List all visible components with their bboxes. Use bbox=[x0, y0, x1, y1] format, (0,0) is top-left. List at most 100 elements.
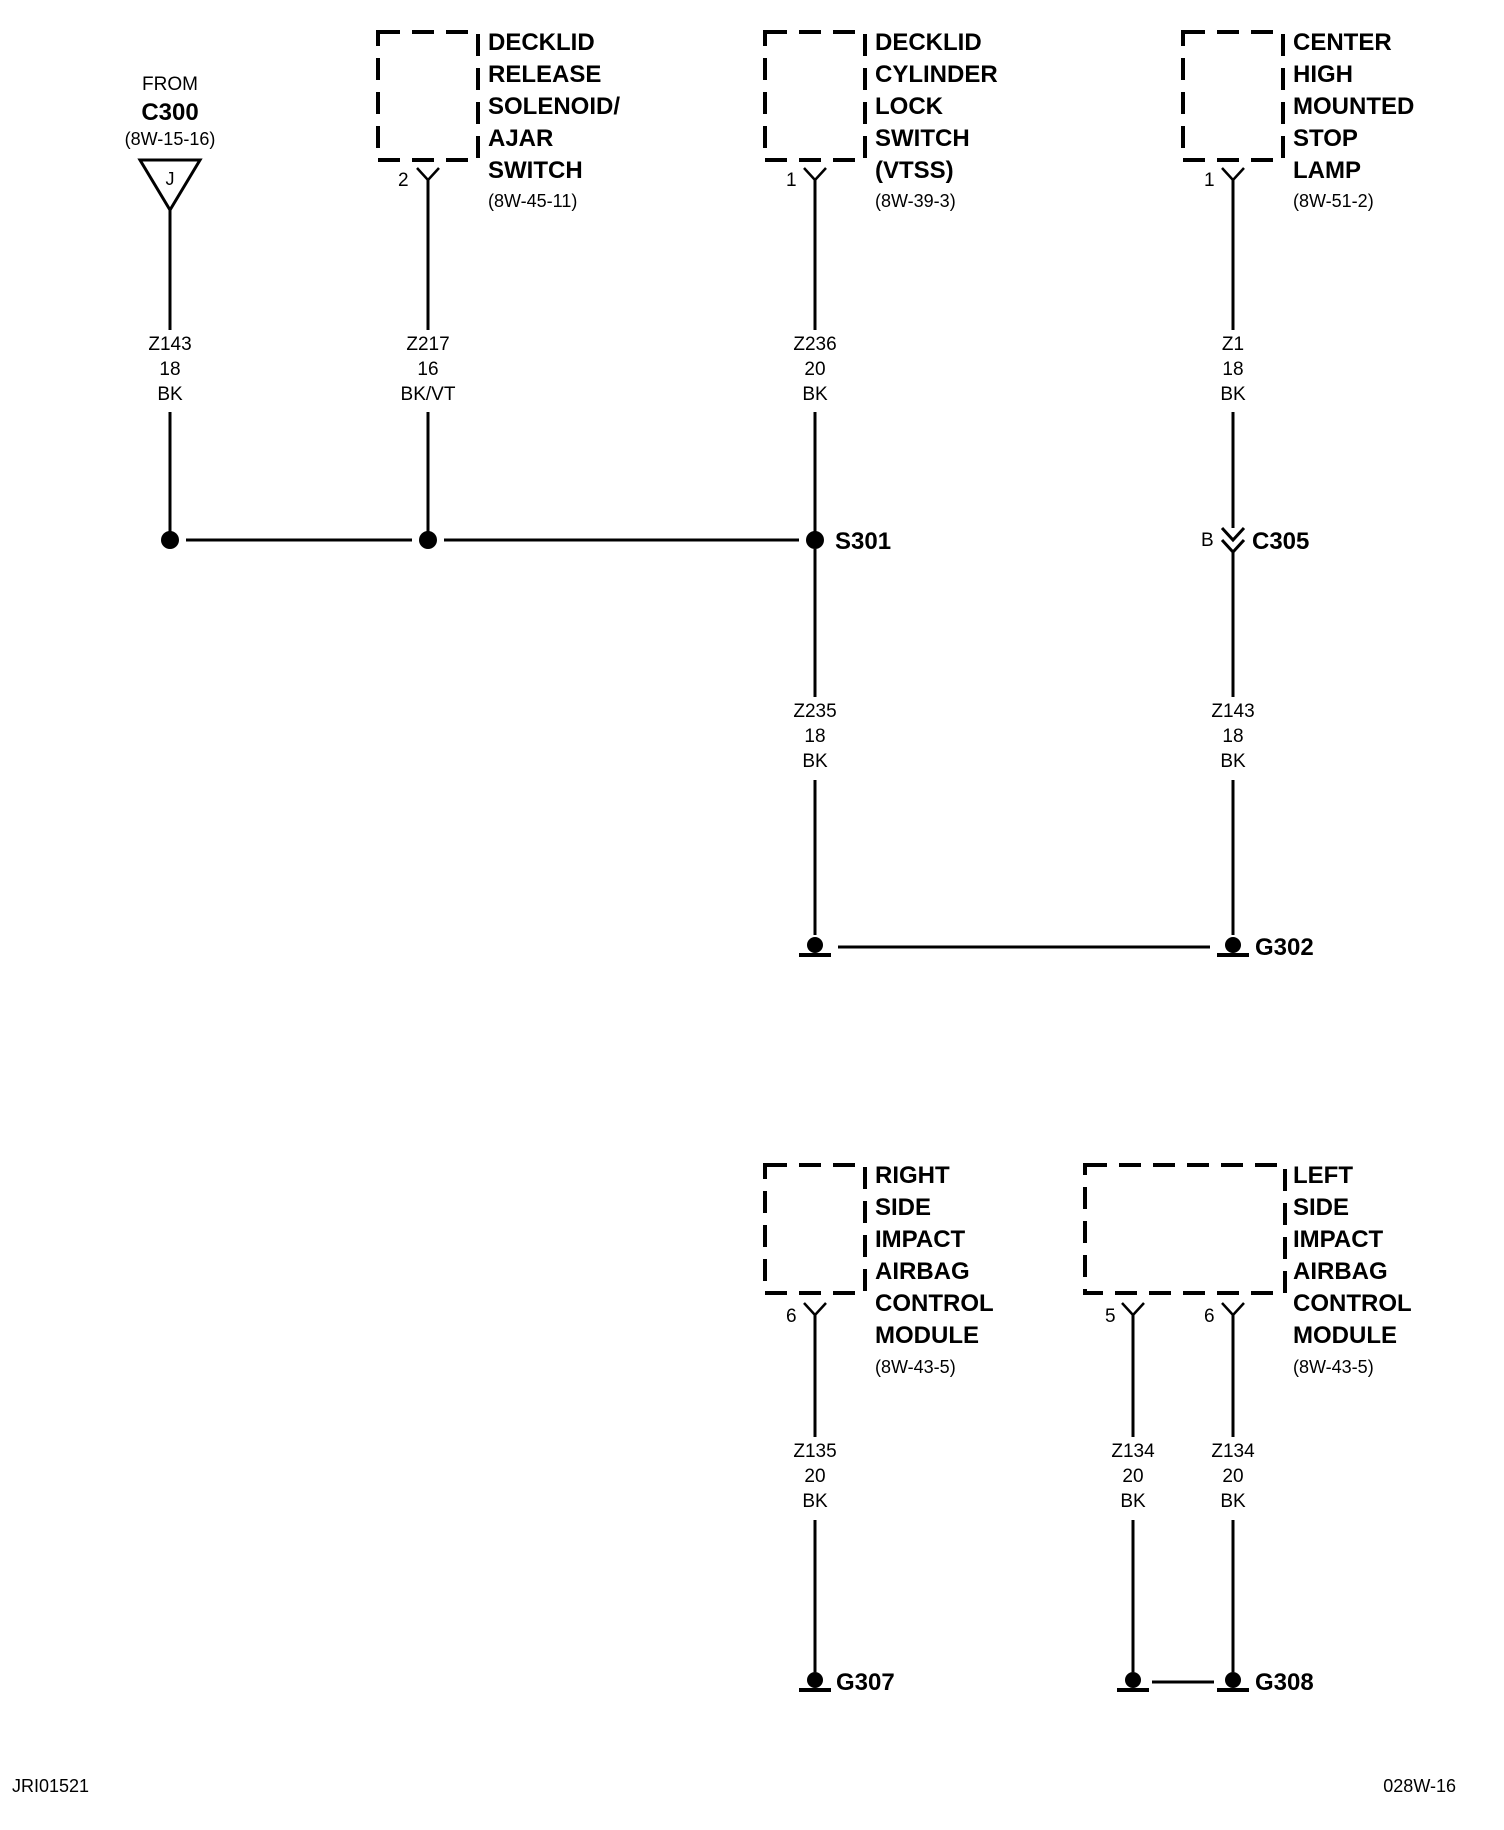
wire-label: Z235 bbox=[793, 701, 836, 722]
decklid-cylinder-line-1: DECKLID bbox=[875, 29, 982, 56]
ground-icon bbox=[807, 1672, 823, 1688]
right-airbag-pin-icon bbox=[803, 1302, 827, 1317]
chmsl-pin: 1 bbox=[1204, 170, 1215, 191]
wire-gauge: 18 bbox=[1222, 359, 1243, 380]
from-c300-connector: FROM C300 (8W-15-16) J bbox=[125, 74, 216, 213]
wire-label: Z143 bbox=[148, 334, 191, 355]
chmsl-line-3: MOUNTED bbox=[1293, 93, 1414, 120]
ground-g308: G308 bbox=[1117, 1669, 1314, 1696]
right-airbag-line-4: AIRBAG bbox=[875, 1258, 970, 1285]
decklid-cylinder-line-4: SWITCH bbox=[875, 125, 970, 152]
left-airbag-component: LEFT SIDE IMPACT AIRBAG CONTROL MODULE (… bbox=[1083, 1162, 1412, 1377]
wire-color: BK bbox=[802, 751, 828, 772]
ground-icon bbox=[1125, 1672, 1141, 1688]
chmsl-component: CENTER HIGH MOUNTED STOP LAMP (8W-51-2) … bbox=[1181, 29, 1414, 211]
decklid-release-pin: 2 bbox=[398, 170, 409, 191]
wire-gauge: 20 bbox=[804, 359, 825, 380]
left-airbag-line-1: LEFT bbox=[1293, 1162, 1353, 1189]
wire-gauge: 20 bbox=[804, 1466, 825, 1487]
decklid-cylinder-box bbox=[763, 30, 867, 162]
left-airbag-line-3: IMPACT bbox=[1293, 1226, 1384, 1253]
left-airbag-pin-icon bbox=[1121, 1302, 1145, 1317]
left-airbag-box bbox=[1083, 1163, 1287, 1295]
left-airbag-pin-a: 5 bbox=[1105, 1306, 1116, 1327]
wire-color: BK bbox=[1220, 1491, 1246, 1512]
wire-z134-b: Z134 20 BK bbox=[1211, 1315, 1255, 1672]
chmsl-pin-icon bbox=[1221, 167, 1245, 182]
ground-g307: G307 bbox=[799, 1669, 895, 1696]
chmsl-line-4: STOP bbox=[1293, 125, 1358, 152]
wire-color: BK/VT bbox=[401, 384, 456, 405]
wire-label: Z1 bbox=[1222, 334, 1244, 355]
decklid-cylinder-line-5: (VTSS) bbox=[875, 157, 954, 184]
decklid-release-ref: (8W-45-11) bbox=[488, 191, 577, 211]
wire-z135: Z135 20 BK bbox=[793, 1315, 837, 1672]
wire-color: BK bbox=[1220, 751, 1246, 772]
right-airbag-line-3: IMPACT bbox=[875, 1226, 966, 1253]
wire-gauge: 16 bbox=[417, 359, 438, 380]
wire-z235: Z235 18 BK bbox=[793, 549, 837, 935]
ground-icon bbox=[1225, 1672, 1241, 1688]
decklid-release-component: DECKLID RELEASE SOLENOID/ AJAR SWITCH (8… bbox=[376, 29, 620, 211]
wire-label: Z217 bbox=[406, 334, 449, 355]
chmsl-line-5: LAMP bbox=[1293, 157, 1361, 184]
c300-ref: (8W-15-16) bbox=[125, 129, 216, 149]
chmsl-line-1: CENTER bbox=[1293, 29, 1392, 56]
wire-z143-from: Z143 18 BK bbox=[148, 210, 192, 540]
left-airbag-line-4: AIRBAG bbox=[1293, 1258, 1388, 1285]
from-triangle-icon bbox=[137, 158, 203, 213]
wire-color: BK bbox=[157, 384, 183, 405]
from-pin-label: J bbox=[166, 169, 175, 189]
wire-label: Z135 bbox=[793, 1441, 836, 1462]
right-airbag-line-2: SIDE bbox=[875, 1194, 931, 1221]
wire-z217: Z217 16 BK/VT bbox=[401, 180, 456, 540]
wire-label: Z143 bbox=[1211, 701, 1254, 722]
left-airbag-line-2: SIDE bbox=[1293, 1194, 1349, 1221]
decklid-cylinder-line-2: CYLINDER bbox=[875, 61, 998, 88]
left-airbag-pin-icon bbox=[1221, 1302, 1245, 1317]
s301-label: S301 bbox=[835, 528, 891, 555]
ground-icon bbox=[807, 937, 823, 953]
wire-label: Z134 bbox=[1111, 1441, 1155, 1462]
g302-label: G302 bbox=[1255, 934, 1314, 961]
splice-bus: S301 bbox=[161, 528, 891, 555]
chmsl-box bbox=[1181, 30, 1285, 162]
ground-g302: G302 bbox=[799, 934, 1314, 961]
wire-label: Z236 bbox=[793, 334, 836, 355]
decklid-release-box bbox=[376, 30, 480, 162]
decklid-release-line-5: SWITCH bbox=[488, 157, 583, 184]
wire-gauge: 18 bbox=[159, 359, 180, 380]
wire-z1: Z1 18 BK bbox=[1220, 180, 1246, 528]
c305-label: C305 bbox=[1252, 528, 1309, 555]
right-airbag-line-6: MODULE bbox=[875, 1322, 979, 1349]
c300-label: C300 bbox=[141, 99, 198, 126]
footer-right-code: 028W-16 bbox=[1383, 1776, 1456, 1796]
wire-gauge: 18 bbox=[1222, 726, 1243, 747]
wire-gauge: 20 bbox=[1222, 1466, 1243, 1487]
right-airbag-line-1: RIGHT bbox=[875, 1162, 950, 1189]
footer-left-code: JRI01521 bbox=[12, 1776, 89, 1796]
right-airbag-pin: 6 bbox=[786, 1306, 797, 1327]
chmsl-line-2: HIGH bbox=[1293, 61, 1353, 88]
c305-pin-icon bbox=[1220, 526, 1246, 543]
decklid-release-line-1: DECKLID bbox=[488, 29, 595, 56]
g308-label: G308 bbox=[1255, 1669, 1314, 1696]
right-airbag-box bbox=[763, 1163, 867, 1295]
wire-z143-c305: Z143 18 BK bbox=[1211, 552, 1255, 935]
decklid-release-line-2: RELEASE bbox=[488, 61, 601, 88]
g307-label: G307 bbox=[836, 1669, 895, 1696]
decklid-release-pin-icon bbox=[416, 167, 440, 182]
wire-z236: Z236 20 BK bbox=[793, 180, 837, 540]
wire-gauge: 20 bbox=[1122, 1466, 1143, 1487]
left-airbag-ref: (8W-43-5) bbox=[1293, 1357, 1374, 1377]
splice-dot bbox=[161, 531, 179, 549]
wire-color: BK bbox=[802, 1491, 828, 1512]
wire-color: BK bbox=[1220, 384, 1246, 405]
decklid-cylinder-component: DECKLID CYLINDER LOCK SWITCH (VTSS) (8W-… bbox=[763, 29, 998, 211]
decklid-release-line-3: SOLENOID/ bbox=[488, 93, 620, 120]
ground-icon bbox=[1225, 937, 1241, 953]
from-label: FROM bbox=[142, 74, 198, 95]
decklid-cylinder-pin-icon bbox=[803, 167, 827, 182]
splice-dot bbox=[419, 531, 437, 549]
